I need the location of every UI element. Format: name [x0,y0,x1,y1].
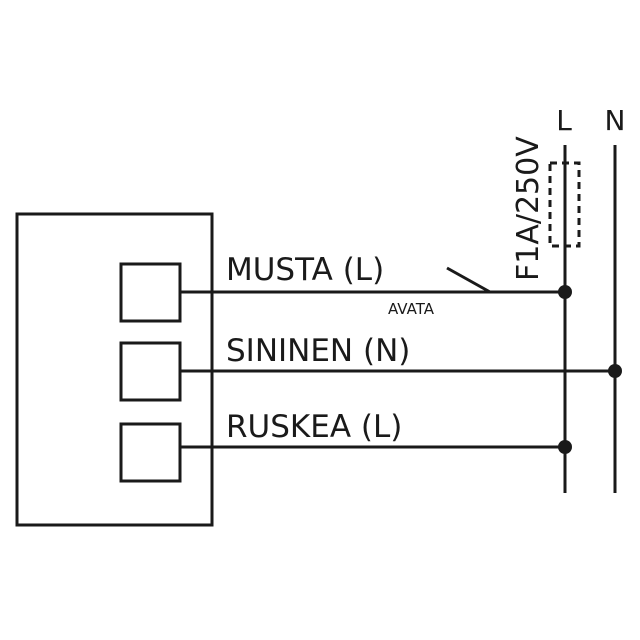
junction-dot-3 [558,440,572,454]
wire-musta-label: MUSTA (L) [226,252,384,288]
junction-dot-2 [608,364,622,378]
neutral-bus-label: N [605,104,626,137]
fuse-rating-label: F1A/250V [511,136,546,281]
terminal-1 [119,262,182,323]
wire-sininen-label: SININEN (N) [226,333,410,369]
live-bus-label: L [556,104,572,137]
fuse-symbol [548,161,581,248]
switch-label: AVATA [388,300,435,318]
wire-ruskea-label: RUSKEA (L) [226,409,402,445]
switch-blade [446,266,491,294]
terminal-2 [119,341,182,402]
junction-dot-1 [558,285,572,299]
terminal-3 [119,422,182,483]
